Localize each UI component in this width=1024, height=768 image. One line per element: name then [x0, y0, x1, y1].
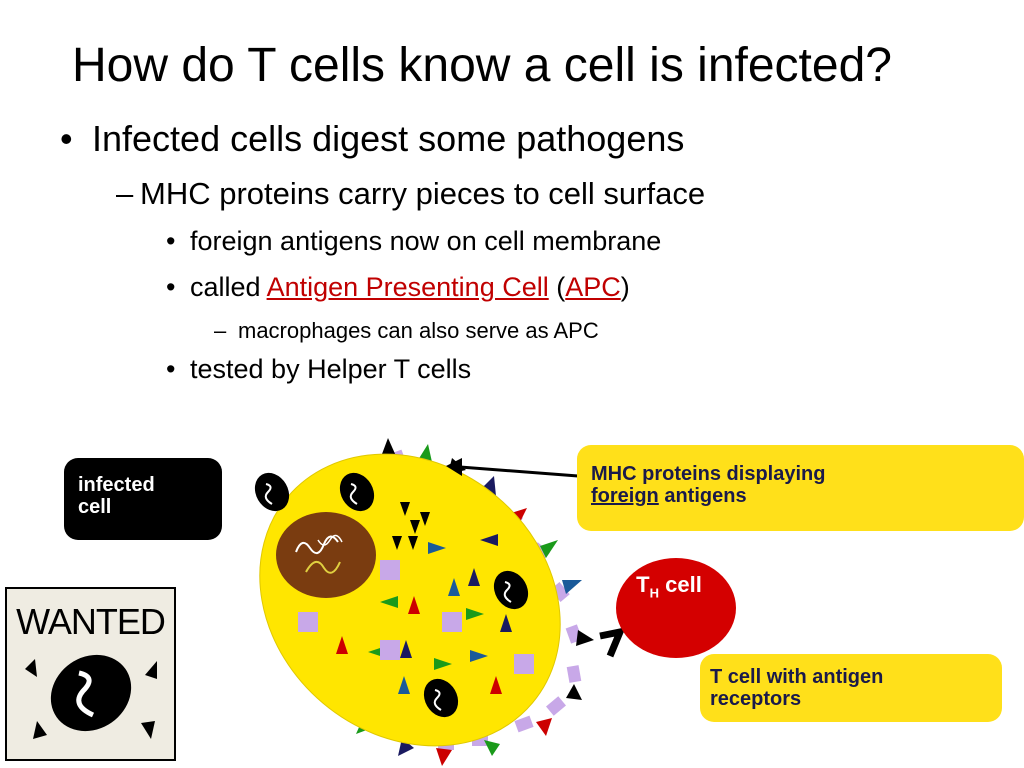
wanted-pathogen-icon — [25, 654, 157, 739]
antigen-presenting-cell-link[interactable]: Antigen Presenting Cell — [266, 272, 549, 302]
bullet-level1: • Infected cells digest some pathogens — [60, 118, 684, 160]
apc-link[interactable]: APC — [565, 272, 621, 302]
antigen-fragments — [298, 502, 534, 694]
slide-title: How do T cells know a cell is infected? — [72, 39, 892, 92]
bullet-dash: – — [214, 318, 227, 343]
nucleus — [276, 512, 376, 598]
bullet-dot: • — [60, 118, 73, 159]
pathogen-icon — [493, 570, 529, 610]
bullet-level4: –macrophages can also serve as APC — [214, 318, 599, 344]
bullet-text: ( — [548, 272, 566, 302]
mhc-label-line2: foreign antigens — [591, 485, 1010, 507]
mhc-label: MHC proteins displaying foreign antigens — [577, 445, 1024, 531]
bullet-level2: –MHC proteins carry pieces to cell surfa… — [116, 176, 705, 212]
bullet-text: MHC proteins carry pieces to cell surfac… — [140, 176, 706, 211]
bullet-dot: • — [166, 354, 176, 384]
tcell-label-t: T — [636, 572, 650, 597]
tcell-description: T cell with antigen receptors — [700, 654, 1002, 722]
bullet-dot: • — [166, 272, 176, 302]
pathogen-icon — [339, 472, 375, 512]
bullet-text: called — [190, 272, 267, 302]
tcell-label-sub: H — [649, 585, 660, 601]
bullet-text: tested by Helper T cells — [190, 354, 472, 384]
bullet-level3: • foreign antigens now on cell membrane — [166, 226, 661, 257]
mhc-pointer-arrow — [459, 465, 579, 478]
wanted-title: WANTED — [16, 601, 166, 642]
bullet-text: macrophages can also serve as APC — [238, 318, 599, 343]
tcell-label: TH cell — [614, 572, 724, 600]
bullet-level3: • called Antigen Presenting Cell (APC) — [166, 272, 630, 303]
helper-t-cell — [616, 558, 736, 658]
bullet-level3: • tested by Helper T cells — [166, 354, 471, 385]
bullet-text: foreign antigens now on cell membrane — [190, 226, 662, 256]
pathogen-icon — [254, 472, 290, 512]
bullet-text: Infected cells digest some pathogens — [92, 118, 685, 159]
tcell-label-cell: cell — [659, 572, 702, 597]
pathogen-icon — [423, 678, 459, 718]
bullet-dot: • — [166, 226, 176, 256]
infected-cell-label-text: infected cell — [78, 474, 155, 518]
tcell-receptor — [599, 627, 626, 658]
wanted-poster: WANTED — [5, 587, 176, 761]
tcell-description-text: T cell with antigen receptors — [710, 666, 884, 710]
foreign-word: foreign — [591, 485, 659, 507]
antigens-word: antigens — [658, 485, 747, 507]
bullet-dash: – — [116, 176, 134, 211]
infected-cell-label: infected cell — [64, 458, 222, 540]
mhc-label-line1: MHC proteins displaying — [591, 463, 826, 485]
bullet-text: ) — [620, 272, 630, 302]
